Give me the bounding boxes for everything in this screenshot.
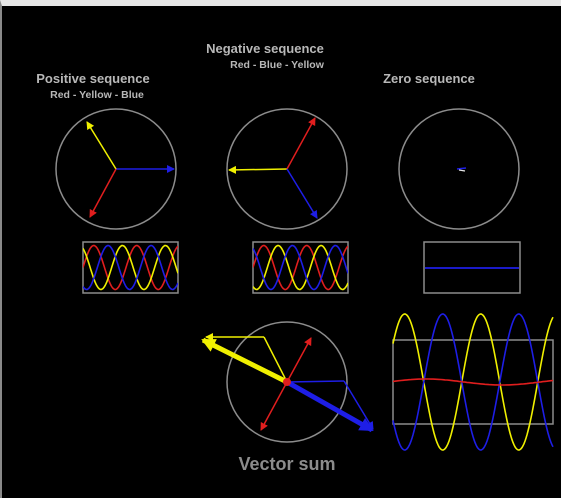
- positive-circle: [55, 108, 177, 230]
- sum-yellow-resultant: [201, 337, 289, 385]
- zero-phasor-diagram: [398, 108, 520, 230]
- sum-red-component: [260, 381, 288, 431]
- negative-sequence-order: Red - Blue - Yellow: [230, 59, 325, 71]
- negative-circle: [226, 108, 348, 230]
- sum-red-resultant: [283, 378, 291, 386]
- sum-blue-wave: [392, 313, 554, 451]
- zero-sequence-title: Zero sequence: [383, 71, 475, 86]
- negative-yellow-wave: [253, 244, 348, 291]
- positive-yellow-wave: [83, 244, 178, 291]
- zero-blue-phasor: [456, 167, 467, 170]
- positive-blue-wave: [83, 244, 178, 291]
- positive-sequence-title: Positive sequence: [36, 71, 149, 86]
- negative-red-phasor: [286, 117, 316, 170]
- positive-yellow-phasor: [86, 121, 117, 170]
- positive-red-wave: [83, 244, 178, 291]
- sum-waveform-frame: [392, 339, 554, 425]
- sum-yellow-wave: [392, 313, 554, 451]
- negative-sequence-title: Negative sequence: [206, 41, 324, 56]
- zero-small-phasor: [458, 169, 466, 172]
- negative-phasor-diagram: [226, 108, 348, 230]
- vector-sum-title: Vector sum: [238, 454, 335, 474]
- negative-blue-wave: [253, 244, 348, 291]
- sum-yellow-component: [263, 336, 288, 383]
- positive-phasor-diagram: [55, 108, 177, 230]
- negative-red-wave: [253, 244, 348, 291]
- sum-blue-resultant: [285, 379, 374, 433]
- negative-blue-phasor: [286, 168, 318, 219]
- vector-sum-diagram: [201, 321, 374, 443]
- positive-waveform-box: [82, 241, 179, 294]
- sum-waveform-box: [392, 313, 554, 451]
- positive-red-phasor: [89, 168, 117, 218]
- sum-circle: [226, 321, 348, 443]
- negative-yellow-phasor: [228, 165, 288, 174]
- positive-sequence-order: Red - Yellow - Blue: [50, 89, 144, 101]
- negative-waveform-box: [252, 241, 349, 294]
- sum-red-component-2: [286, 337, 312, 383]
- sum-red-wave: [392, 378, 554, 386]
- zero-waveform-box: [423, 241, 521, 294]
- sum-blue-component: [286, 380, 345, 383]
- zero-circle: [398, 108, 520, 230]
